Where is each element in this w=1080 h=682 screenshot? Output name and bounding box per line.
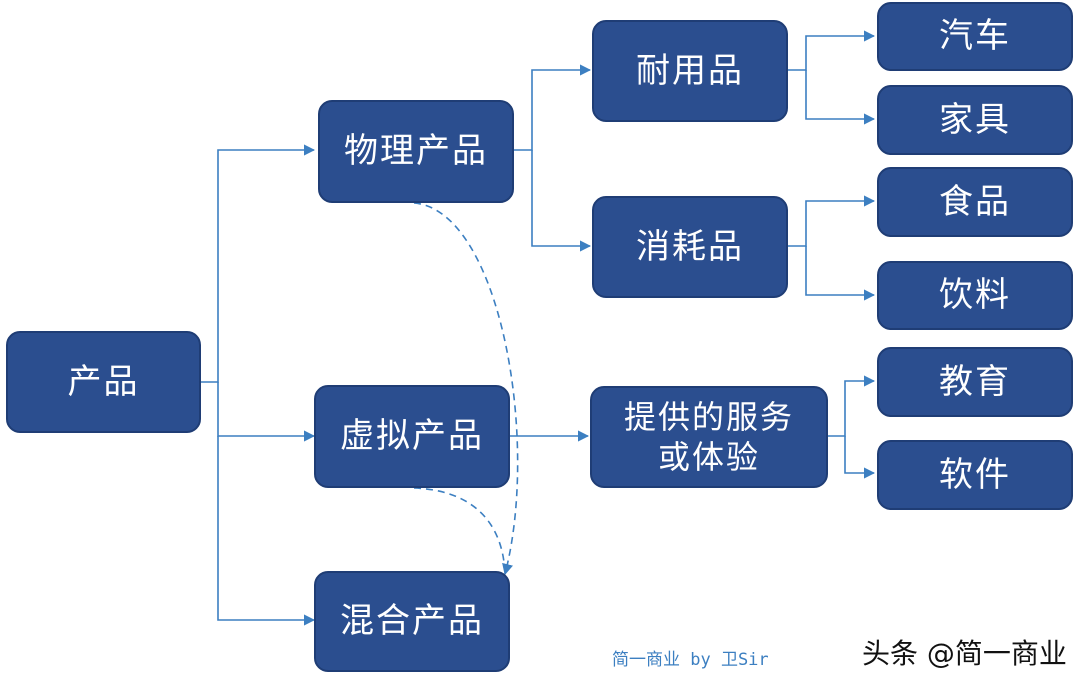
author-credit: 简一商业 by 卫Sir xyxy=(612,650,769,670)
node-furniture: 家具 xyxy=(877,85,1073,155)
node-virtual-product: 虚拟产品 xyxy=(314,385,510,488)
connector-root-to-virtual xyxy=(217,382,316,442)
node-consumables: 消耗品 xyxy=(592,196,788,298)
node-physical-product: 物理产品 xyxy=(318,100,514,203)
connector-consumable-to-drink xyxy=(805,246,876,301)
connector-consumable-to-food xyxy=(788,195,876,247)
connector-physical-to-consumable xyxy=(531,150,592,252)
node-car: 汽车 xyxy=(877,2,1073,71)
watermark-text: 头条 @简一商业 xyxy=(862,637,1067,670)
dashed-connector-physical-to-hybrid xyxy=(413,202,519,576)
connector-physical-to-durable xyxy=(513,64,592,151)
node-education: 教育 xyxy=(877,347,1073,417)
connector-durable-to-car xyxy=(788,30,876,71)
node-software: 软件 xyxy=(877,440,1073,510)
node-product: 产品 xyxy=(6,331,201,433)
connector-service-to-software xyxy=(844,436,876,479)
node-durable-goods: 耐用品 xyxy=(592,20,788,122)
node-hybrid-product: 混合产品 xyxy=(314,571,510,672)
node-drink: 饮料 xyxy=(877,261,1073,330)
node-food: 食品 xyxy=(877,167,1073,237)
dashed-connector-virtual-to-hybrid xyxy=(413,487,506,575)
connector-durable-to-furniture xyxy=(805,70,876,125)
connector-service-to-education xyxy=(827,375,876,437)
connector-root-to-physical xyxy=(200,144,316,383)
node-services-experiences: 提供的服务 或体验 xyxy=(590,386,828,488)
connector-root-to-hybrid xyxy=(217,436,316,626)
